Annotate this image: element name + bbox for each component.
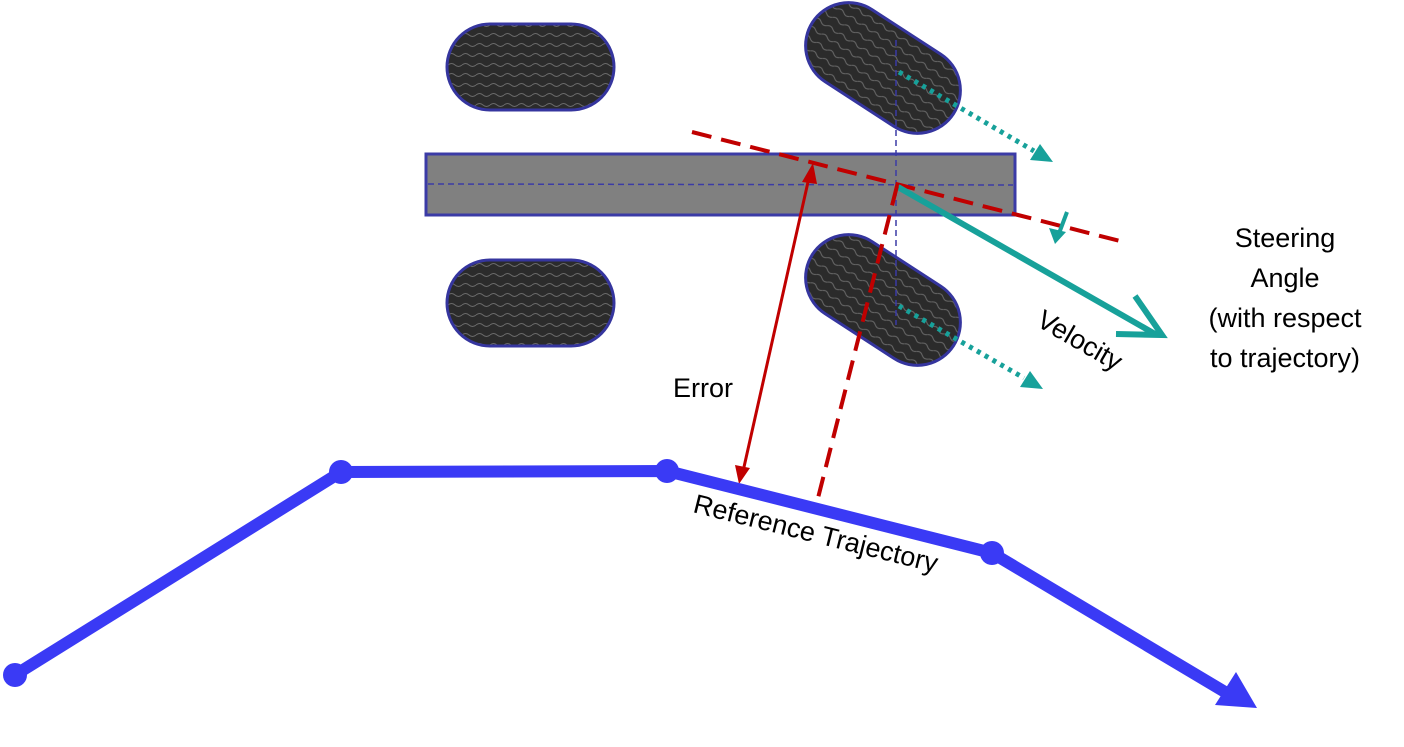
- heading-reference-line: [691, 130, 1125, 244]
- steering-angle-label-line3: (with respect: [1208, 303, 1362, 333]
- steering-angle-label-line2: Angle: [1250, 263, 1319, 293]
- velocity-vector: [896, 184, 1168, 339]
- trajectory-waypoint: [329, 460, 353, 484]
- steering-angle-arrow: [1049, 211, 1069, 244]
- front-right-wheel-direction-arrow: [897, 303, 1043, 389]
- chassis-centerline: [427, 183, 1014, 186]
- rear-right-wheel: [445, 258, 616, 348]
- front-left-wheel: [804, 1, 962, 135]
- front-left-wheel-direction-arrow: [897, 69, 1053, 162]
- rear-left-wheel: [445, 22, 616, 112]
- reference-trajectory: [3, 459, 1257, 708]
- steering-angle-label-line1: Steering: [1235, 223, 1336, 253]
- steering-angle-label-line4: to trajectory): [1210, 343, 1360, 373]
- error-arrow: [735, 163, 817, 484]
- trajectory-waypoint: [655, 459, 679, 483]
- error-label: Error: [673, 373, 733, 403]
- trajectory-waypoint: [980, 541, 1004, 565]
- trajectory-normal-line: [816, 185, 899, 499]
- front-right-wheel: [804, 233, 962, 367]
- velocity-label: Velocity: [1032, 304, 1128, 377]
- trajectory-waypoint: [3, 663, 27, 687]
